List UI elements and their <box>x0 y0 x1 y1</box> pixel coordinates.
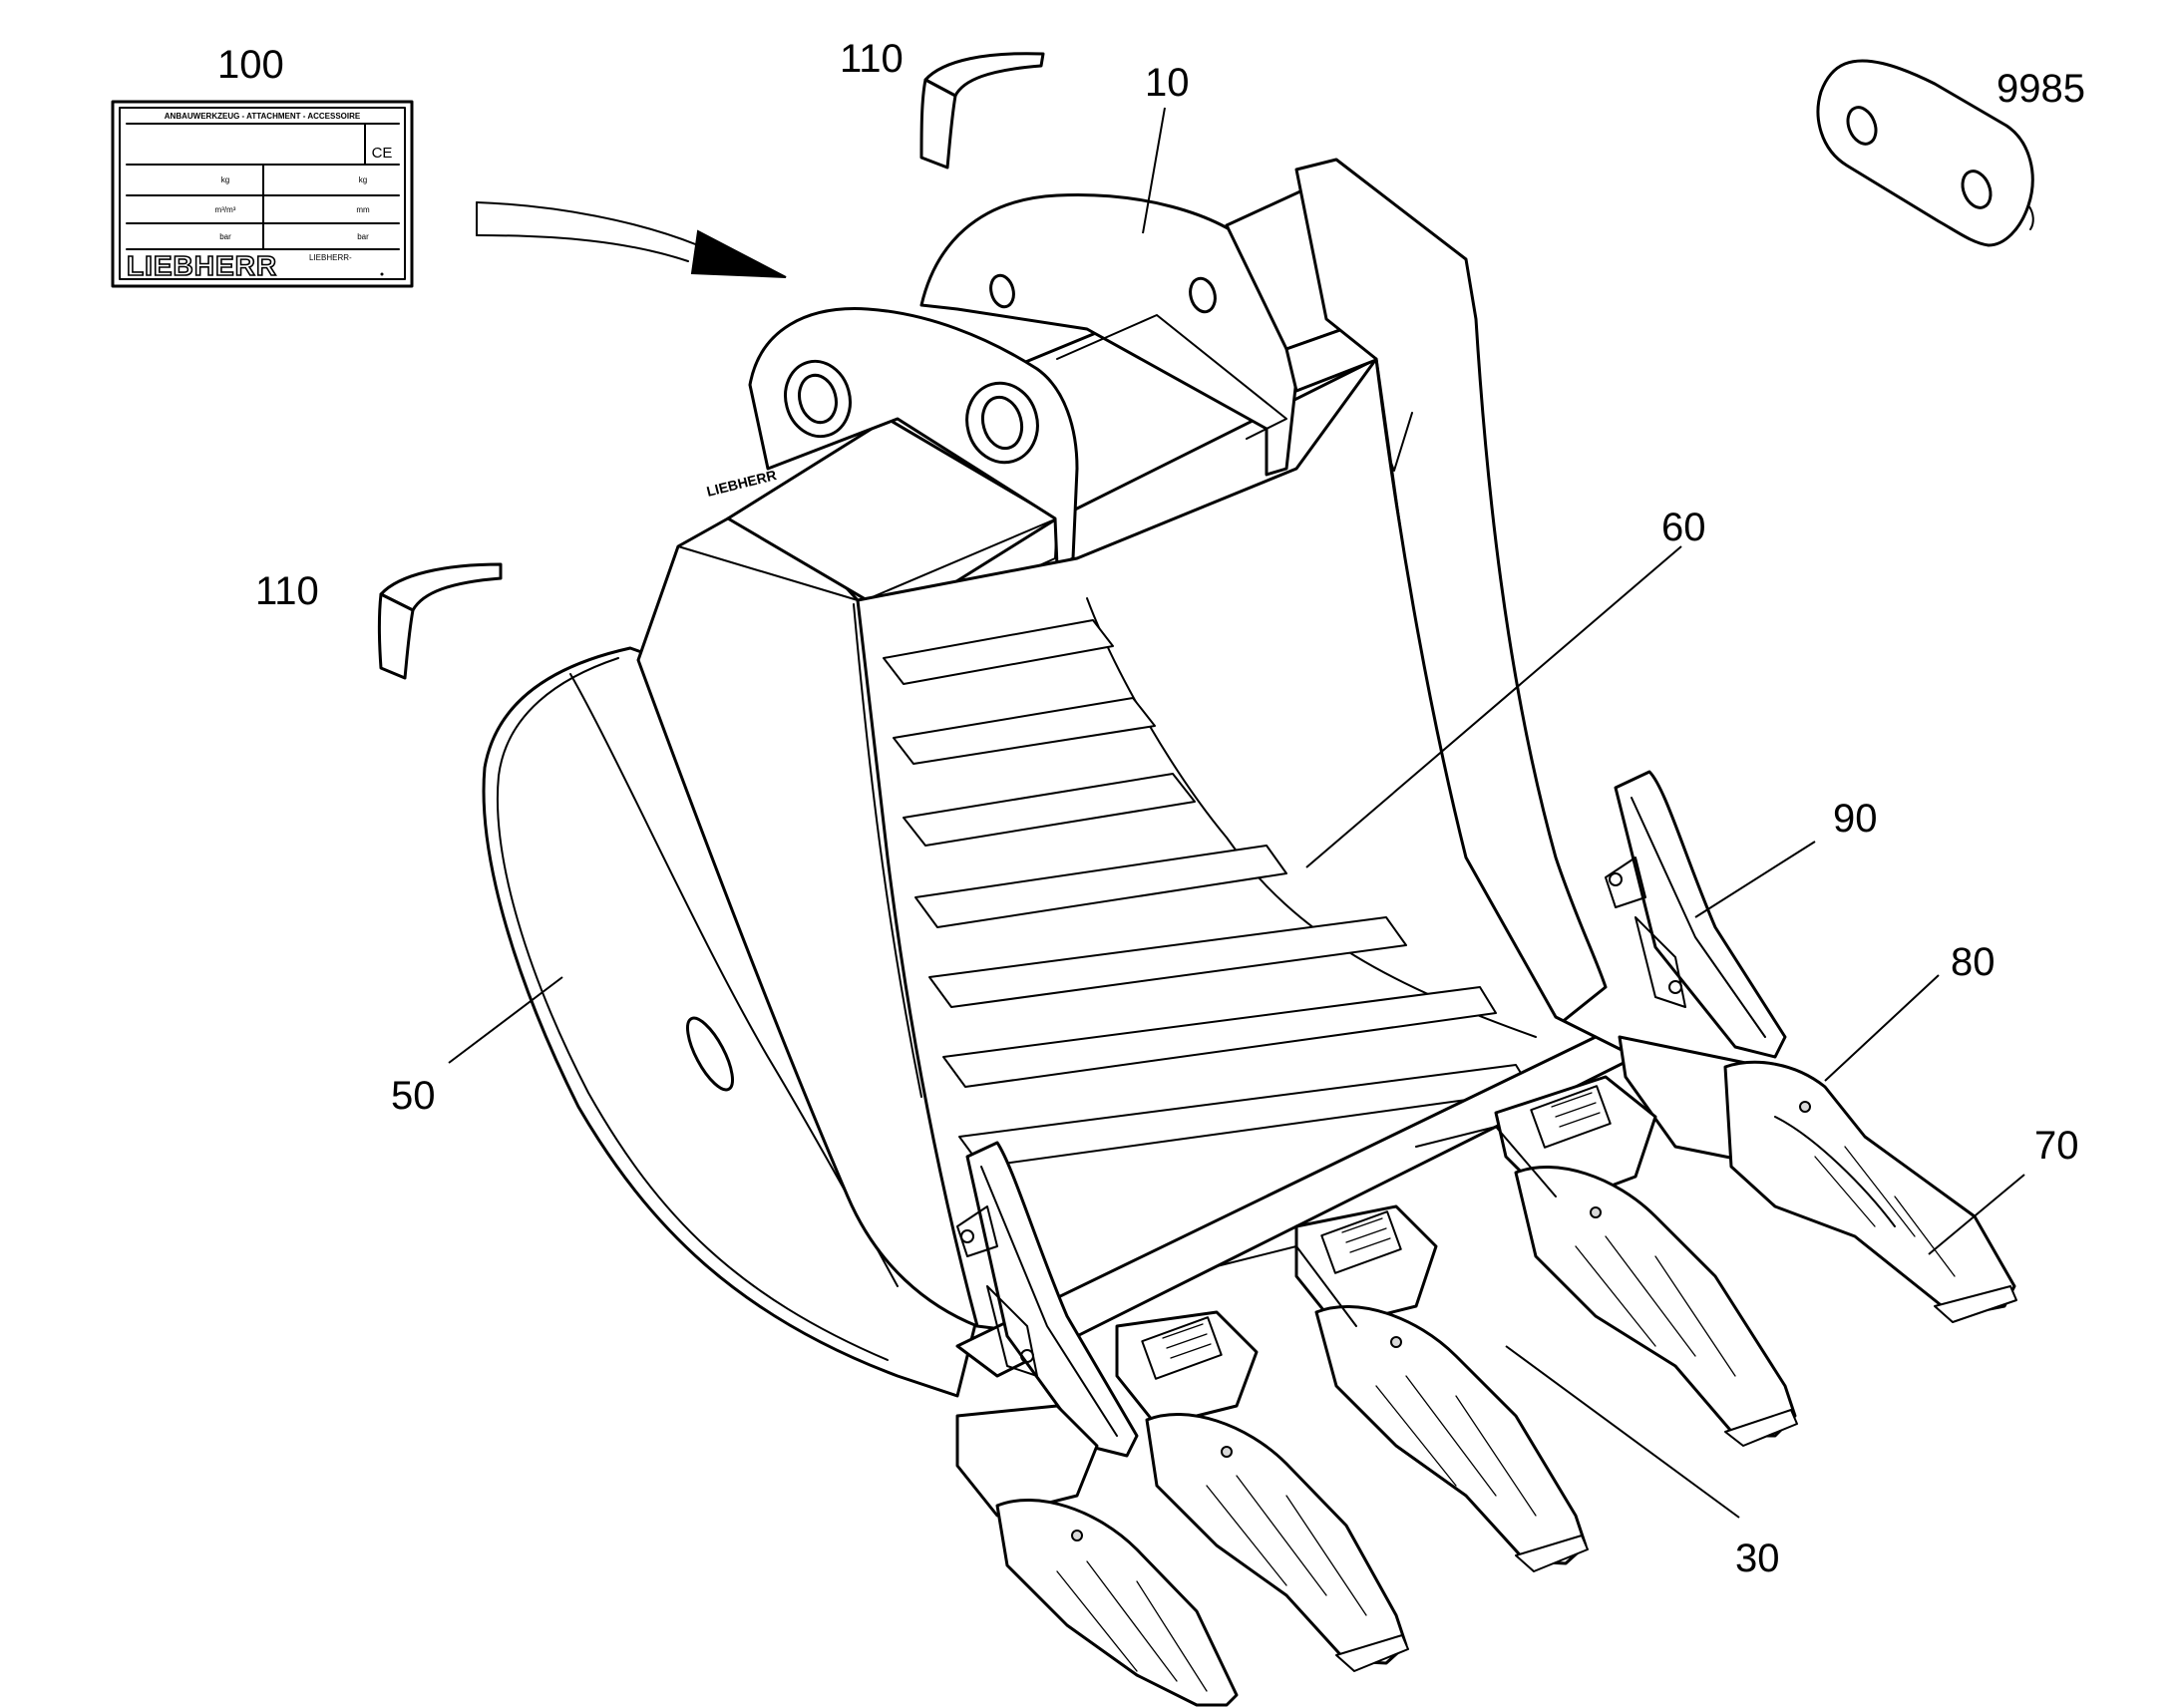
label-9985: 9985 <box>1997 67 2085 111</box>
plate-fine-print: LIEBHERR- <box>309 253 352 262</box>
label-10: 10 <box>1145 61 1190 105</box>
identification-plate: ANBAUWERKZEUG - ATTACHMENT - ACCESSOIRE … <box>111 100 414 288</box>
plate-brand-logo: LIEBHERR <box>127 250 277 281</box>
plate-unit-left-2: m³/m³ <box>215 205 236 214</box>
floor-wear-strips <box>883 619 1533 1168</box>
tooth-5 <box>1618 1035 2017 1323</box>
plate-unit-right-2: mm <box>356 205 370 214</box>
side-protector-left <box>956 1141 1139 1458</box>
label-90: 90 <box>1833 797 1878 841</box>
label-100: 100 <box>217 43 284 87</box>
plate-unit-kg-left: kg <box>221 175 229 184</box>
bucket-body: LIEBHERR <box>482 158 1637 1398</box>
wear-insert-left <box>378 562 503 680</box>
label-70: 70 <box>2034 1124 2079 1168</box>
tooth-4 <box>1415 1075 1798 1447</box>
side-protector-right <box>1605 770 1787 1059</box>
leader-lines <box>448 107 2025 1519</box>
wear-insert-top <box>919 52 1045 170</box>
label-50: 50 <box>391 1074 436 1118</box>
tooth-2 <box>1115 1310 1409 1672</box>
label-110-top: 110 <box>840 37 904 81</box>
plate-title: ANBAUWERKZEUG - ATTACHMENT - ACCESSOIRE <box>165 112 361 121</box>
reference-numerals: 100 110 10 9985 60 110 50 90 80 70 30 <box>217 37 2085 1580</box>
label-30: 30 <box>1735 1537 1780 1580</box>
tooth-3 <box>1216 1204 1589 1572</box>
label-110-left: 110 <box>255 569 319 613</box>
plate-ce-mark: CE <box>372 145 393 162</box>
plate-unit-kg-right: kg <box>359 175 367 184</box>
mounting-arrow <box>476 201 787 278</box>
tooth-1 <box>955 1404 1239 1707</box>
label-60: 60 <box>1661 506 1706 549</box>
link-plate <box>1816 59 2034 247</box>
plate-unit-left-3: bar <box>219 232 231 241</box>
label-80: 80 <box>1951 940 1996 984</box>
plate-unit-right-3: bar <box>357 232 369 241</box>
